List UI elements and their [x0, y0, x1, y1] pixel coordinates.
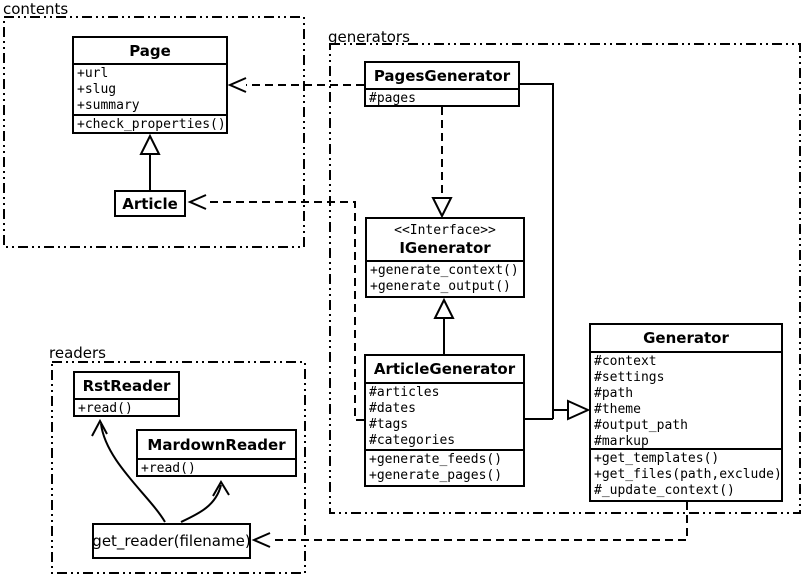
class-page-attributes: +url +slug +summary [74, 63, 226, 114]
class-member: #dates [369, 401, 416, 416]
class-pagesgenerator: PagesGenerator #pages [364, 61, 520, 107]
class-member: +read() [141, 461, 196, 476]
class-mardownreader-title: MardownReader [147, 435, 286, 454]
class-member: #articles [369, 385, 440, 400]
class-member: +slug [77, 82, 117, 97]
package-border-generators [329, 43, 801, 514]
class-articlegenerator-attributes: #articles #dates #tags #categories [366, 382, 523, 449]
class-member: #markup [594, 434, 649, 449]
class-member: #context [594, 354, 657, 369]
class-article: Article [114, 190, 186, 217]
open-arrowhead-at-page [227, 77, 247, 93]
class-igenerator-methods: +generate_context() +generate_output() [367, 260, 523, 296]
class-member: +check_properties() [77, 117, 226, 132]
class-member: +generate_context() [370, 263, 519, 278]
class-member: +generate_output() [370, 279, 511, 294]
package-label-readers: readers [49, 344, 106, 362]
class-member: +summary [77, 98, 140, 113]
class-articlegenerator: ArticleGenerator #articles #dates #tags … [364, 354, 525, 487]
package-label-generators: generators [328, 28, 410, 46]
class-igenerator-title: IGenerator [399, 238, 491, 257]
class-pagesgenerator-attributes: #pages [366, 88, 518, 108]
edge-generator-to-getreader [270, 502, 688, 541]
edge-getreader-to-mardownreader [180, 484, 222, 523]
node-get-reader-label: get_reader(filename) [92, 532, 251, 550]
open-arrowhead-at-rstreader [91, 418, 108, 437]
class-generator-attributes: #context #settings #path #theme #output_… [591, 351, 781, 449]
package-label-contents: contents [3, 0, 69, 18]
class-member: +read() [78, 401, 133, 416]
class-member: #settings [594, 370, 665, 385]
class-member: +get_templates() [594, 451, 720, 466]
triangle-arrowhead-at-igenerator-top [431, 197, 453, 219]
package-border-contents [3, 16, 305, 248]
class-rstreader-title: RstReader [82, 376, 171, 395]
class-member: #pages [369, 91, 416, 106]
class-member: +get_files(path,exclude) [594, 467, 782, 482]
class-member: #tags [369, 417, 409, 432]
edge-articlegenerator-to-article [206, 201, 364, 421]
class-member: #path [594, 386, 634, 401]
class-articlegenerator-methods: +generate_feeds() +generate_pages() [366, 448, 523, 486]
open-arrowhead-at-getreader [251, 532, 271, 548]
class-article-title: Article [122, 194, 178, 213]
class-member: #theme [594, 402, 641, 417]
class-page-title: Page [129, 41, 171, 60]
class-page: Page +url +slug +summary +check_properti… [72, 36, 228, 134]
class-page-methods: +check_properties() [74, 114, 226, 134]
triangle-arrowhead-at-generator [567, 399, 591, 421]
class-member: +generate_pages() [369, 467, 503, 483]
class-mardownreader-methods: +read() [138, 458, 295, 478]
class-member: +generate_feeds() [369, 451, 503, 467]
edge-pagesgenerator-to-generator [520, 83, 554, 419]
class-pagesgenerator-title: PagesGenerator [373, 66, 511, 85]
class-igenerator-stereotype: <<Interface>> [394, 222, 496, 238]
class-mardownreader: MardownReader +read() [136, 429, 297, 477]
class-member: #_update_context() [594, 483, 735, 498]
class-generator-methods: +get_templates() +get_files(path,exclude… [591, 448, 782, 500]
class-member: #categories [369, 433, 456, 448]
node-get-reader: get_reader(filename) [92, 523, 251, 559]
class-generator: Generator #context #settings #path #them… [589, 323, 783, 502]
triangle-arrowhead-at-igenerator-bottom [433, 297, 455, 319]
class-rstreader-methods: +read() [75, 398, 178, 418]
triangle-arrowhead-at-page [139, 133, 161, 155]
open-arrowhead-at-mardownreader [212, 480, 230, 497]
class-articlegenerator-title: ArticleGenerator [373, 360, 516, 378]
class-rstreader: RstReader +read() [73, 371, 180, 417]
edge-articlegenerator-to-generator [525, 409, 568, 420]
class-igenerator-header: <<Interface>> IGenerator [367, 219, 523, 260]
class-generator-title: Generator [643, 329, 729, 347]
class-member: #output_path [594, 418, 688, 433]
class-igenerator: <<Interface>> IGenerator +generate_conte… [365, 217, 525, 298]
package-border-readers [51, 361, 306, 574]
class-member: +url [77, 66, 109, 81]
edge-getreader-to-rstreader [100, 423, 166, 523]
open-arrowhead-at-article [187, 194, 207, 210]
